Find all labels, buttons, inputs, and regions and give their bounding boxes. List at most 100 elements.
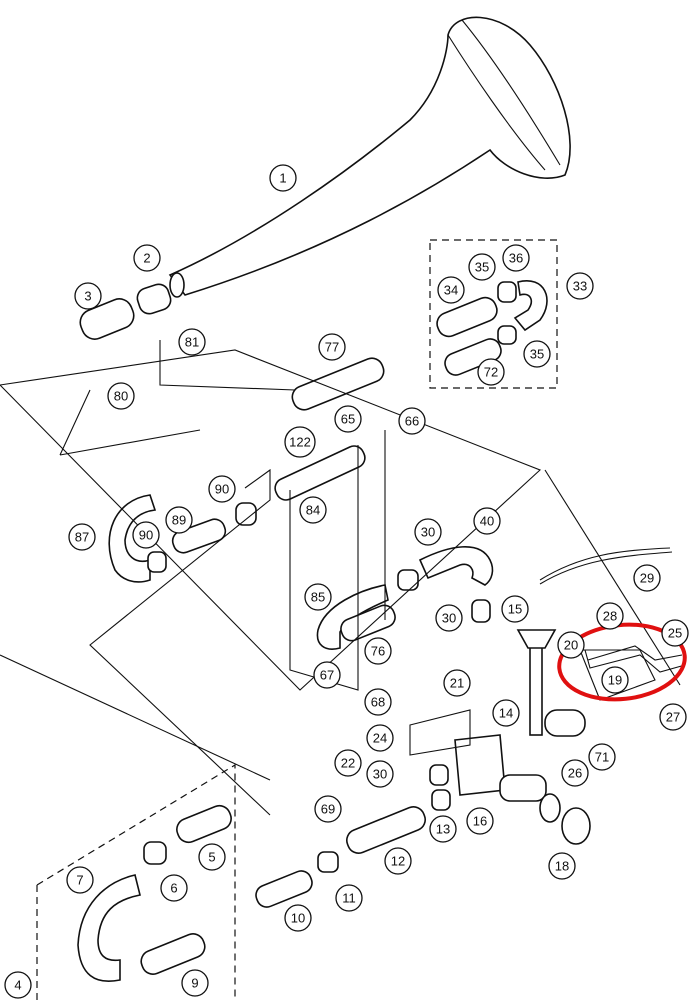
tube-76 — [340, 604, 396, 642]
balloon-p80: 80 — [107, 382, 135, 410]
balloon-p2: 2 — [133, 244, 161, 272]
bracket-28 — [584, 649, 686, 673]
balloon-p87: 87 — [68, 523, 96, 551]
balloon-label: 19 — [608, 673, 622, 688]
balloon-p24: 24 — [366, 724, 394, 752]
tube-9 — [140, 933, 206, 975]
tube-72 — [444, 338, 502, 376]
balloon-p34: 34 — [437, 276, 465, 304]
balloon-p11: 11 — [335, 884, 363, 912]
elbow-87 — [108, 494, 157, 583]
group-box-4 — [36, 763, 236, 1000]
balloon-p18: 18 — [548, 852, 576, 880]
balloon-p69: 69 — [314, 795, 342, 823]
balloon-label: 84 — [306, 503, 320, 518]
balloon-p5: 5 — [198, 843, 226, 871]
horn-bell — [168, 16, 571, 298]
balloon-label: 12 — [391, 854, 405, 869]
balloon-p7: 7 — [66, 866, 94, 894]
tube-77 — [291, 357, 385, 411]
balloon-label: 11 — [342, 891, 356, 906]
balloon-p14: 14 — [492, 699, 520, 727]
part-balloons: 1234567910111213141516181920212224252627… — [4, 164, 689, 999]
balloon-label: 30 — [373, 767, 387, 782]
balloon-label: 76 — [371, 644, 385, 659]
balloon-p19: 19 — [601, 666, 629, 694]
balloon-label: 9 — [191, 976, 198, 991]
knob-15 — [516, 629, 557, 649]
coupler-90b — [235, 502, 257, 526]
balloon-label: 10 — [291, 911, 305, 926]
balloon-p85: 85 — [304, 583, 332, 611]
balloon-p1: 1 — [269, 164, 297, 192]
balloon-p27: 27 — [659, 703, 687, 731]
balloon-label: 6 — [170, 881, 177, 896]
balloon-label: 21 — [450, 676, 464, 691]
balloon-label: 27 — [666, 710, 680, 725]
balloon-p26: 26 — [561, 759, 589, 787]
balloon-label: 24 — [373, 731, 387, 746]
coupler-30-low — [429, 764, 449, 786]
balloon-label: 67 — [320, 668, 334, 683]
balloon-p28: 28 — [596, 602, 624, 630]
balloon-label: 80 — [114, 389, 128, 404]
balloon-p12: 12 — [384, 847, 412, 875]
coupler-11 — [317, 851, 339, 873]
balloon-label: 18 — [555, 859, 569, 874]
coupler-30-mid — [471, 599, 491, 623]
balloon-p30a: 30 — [414, 518, 442, 546]
balloon-p77: 77 — [318, 333, 346, 361]
tube-5 — [176, 804, 232, 844]
balloon-p22: 22 — [334, 749, 362, 777]
balloon-p65: 65 — [334, 405, 362, 433]
balloon-p90b: 90 — [208, 475, 236, 503]
balloon-label: 65 — [341, 412, 355, 427]
balloon-label: 5 — [208, 850, 215, 865]
balloon-label: 4 — [14, 978, 21, 993]
balloon-p30c: 30 — [366, 760, 394, 788]
balloon-label: 69 — [321, 802, 335, 817]
balloon-p40: 40 — [473, 507, 501, 535]
balloon-label: 26 — [568, 766, 582, 781]
balloon-label: 89 — [172, 513, 186, 528]
balloon-label: 22 — [341, 756, 355, 771]
elbow-33 — [497, 280, 548, 345]
balloon-label: 34 — [444, 283, 458, 298]
balloon-p35a: 35 — [468, 253, 496, 281]
balloon-label: 90 — [215, 482, 229, 497]
balloon-label: 16 — [473, 814, 487, 829]
balloon-p13: 13 — [429, 815, 457, 843]
coupler-30-upper — [397, 569, 419, 591]
balloon-p9: 9 — [181, 969, 209, 997]
balloon-label: 85 — [311, 590, 325, 605]
balloon-label: 30 — [421, 525, 435, 540]
balloon-label: 29 — [640, 571, 654, 586]
coupler-6 — [143, 841, 167, 865]
balloon-label: 77 — [325, 340, 339, 355]
balloon-p29: 29 — [633, 564, 661, 592]
balloon-p33: 33 — [566, 272, 594, 300]
balloon-p4: 4 — [4, 971, 32, 999]
balloon-p89: 89 — [165, 506, 193, 534]
coupler-2 — [136, 283, 172, 315]
balloon-p6: 6 — [160, 874, 188, 902]
balloon-label: 7 — [76, 873, 83, 888]
balloon-p16: 16 — [466, 807, 494, 835]
cylinder-71 — [544, 709, 586, 737]
balloon-label: 33 — [573, 279, 587, 294]
balloon-p25: 25 — [661, 619, 689, 647]
balloon-label: 20 — [564, 638, 578, 653]
balloon-label: 35 — [530, 347, 544, 362]
balloon-label: 40 — [480, 514, 494, 529]
balloon-p35b: 35 — [523, 340, 551, 368]
tube-14 — [529, 644, 543, 736]
balloon-label: 87 — [75, 530, 89, 545]
balloon-p36: 36 — [502, 244, 530, 272]
balloon-p30b: 30 — [435, 604, 463, 632]
balloon-label: 14 — [499, 706, 513, 721]
balloon-label: 81 — [185, 335, 199, 350]
coupler-90a — [147, 551, 167, 573]
balloon-label: 28 — [603, 609, 617, 624]
tube-84 — [274, 445, 366, 501]
